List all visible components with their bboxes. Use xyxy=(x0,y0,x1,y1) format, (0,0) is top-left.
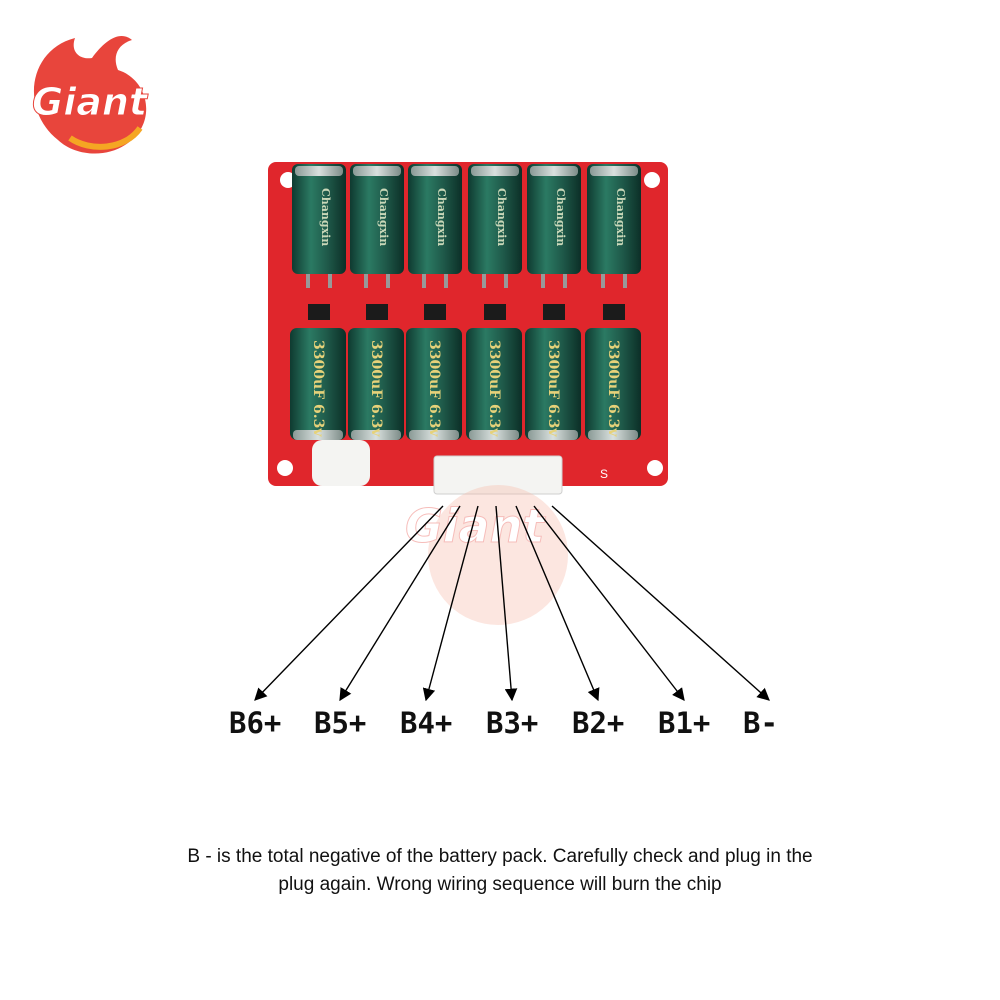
pin-labels: B6+ B5+ B4+ B3+ B2+ B1+ B- xyxy=(229,706,778,740)
brand-logo: Giant xyxy=(32,36,149,154)
mounting-hole xyxy=(277,460,293,476)
pin-label: B6+ xyxy=(229,706,281,740)
capacitor-bottom: 3300uF 6.3v xyxy=(290,328,346,440)
watermark-text: Giant xyxy=(405,499,546,553)
watermark: Giant xyxy=(405,485,568,625)
capacitor-value-label: 3300uF 6.3v xyxy=(605,340,621,437)
pin-label: B3+ xyxy=(486,706,538,740)
balancer-chip xyxy=(543,304,565,320)
pin-label: B1+ xyxy=(658,706,710,740)
pin-label: B2+ xyxy=(572,706,624,740)
capacitor-bottom: 3300uF 6.3v xyxy=(406,328,462,440)
connector-shell xyxy=(312,440,370,486)
capacitor-bottom: 3300uF 6.3v xyxy=(466,328,522,440)
logo-text: Giant xyxy=(32,80,149,124)
capacitor-bottom: 3300uF 6.3v xyxy=(348,328,404,440)
pin-label: B4+ xyxy=(400,706,452,740)
capacitor-value-label: 3300uF 6.3v xyxy=(310,340,326,437)
wire-arrow xyxy=(515,505,600,702)
mounting-hole xyxy=(644,172,660,188)
capacitor-value-label: 3300uF 6.3v xyxy=(426,340,442,437)
balancer-board: Changxin 3300uF 6.3v Changxin 3300uF 6.3v Ch… xyxy=(268,162,668,495)
wiring-note-line-1: B - is the total negative of the battery… xyxy=(187,846,813,867)
capacitor-top: Changxin xyxy=(527,164,581,320)
wire-arrow xyxy=(254,505,444,701)
capacitor-brand-label: Changxin xyxy=(319,188,332,246)
capacitor-value-label: 3300uF 6.3v xyxy=(368,340,384,437)
capacitor-bottom: 3300uF 6.3v xyxy=(525,328,581,440)
balancer-chip xyxy=(484,304,506,320)
connector-label: S xyxy=(600,467,608,481)
balancer-chip xyxy=(424,304,446,320)
capacitor-value-label: 3300uF 6.3v xyxy=(486,340,502,437)
capacitor-brand-label: Changxin xyxy=(554,188,567,246)
pin-label: B- xyxy=(743,706,778,740)
capacitor-brand-label: Changxin xyxy=(435,188,448,246)
capacitor-top: Changxin xyxy=(468,164,522,320)
pin-label: B5+ xyxy=(314,706,366,740)
wire-arrow xyxy=(533,505,685,701)
balance-connector xyxy=(433,455,563,495)
capacitor-value-label: 3300uF 6.3v xyxy=(545,340,561,437)
capacitor-brand-label: Changxin xyxy=(377,188,390,246)
capacitor-brand-label: Changxin xyxy=(614,188,627,246)
wiring-note: B - is the total negative of the battery… xyxy=(60,843,940,899)
balancer-chip xyxy=(603,304,625,320)
wiring-note-line-2: plug again. Wrong wiring sequence will b… xyxy=(278,874,722,895)
capacitor-bottom: 3300uF 6.3v xyxy=(585,328,641,440)
wire-arrow xyxy=(495,505,518,702)
capacitor-top: Changxin xyxy=(350,164,404,320)
capacitor-top: Changxin xyxy=(292,164,346,320)
capacitor-brand-label: Changxin xyxy=(495,188,508,246)
wire-arrow xyxy=(551,505,770,701)
wire-arrow xyxy=(339,505,461,702)
capacitor-top: Changxin xyxy=(587,164,641,320)
balancer-chip xyxy=(308,304,330,320)
capacitor-top: Changxin xyxy=(408,164,462,320)
wiring-arrows xyxy=(254,505,770,702)
balancer-chip xyxy=(366,304,388,320)
mounting-hole xyxy=(647,460,663,476)
wire-arrow xyxy=(422,505,479,702)
